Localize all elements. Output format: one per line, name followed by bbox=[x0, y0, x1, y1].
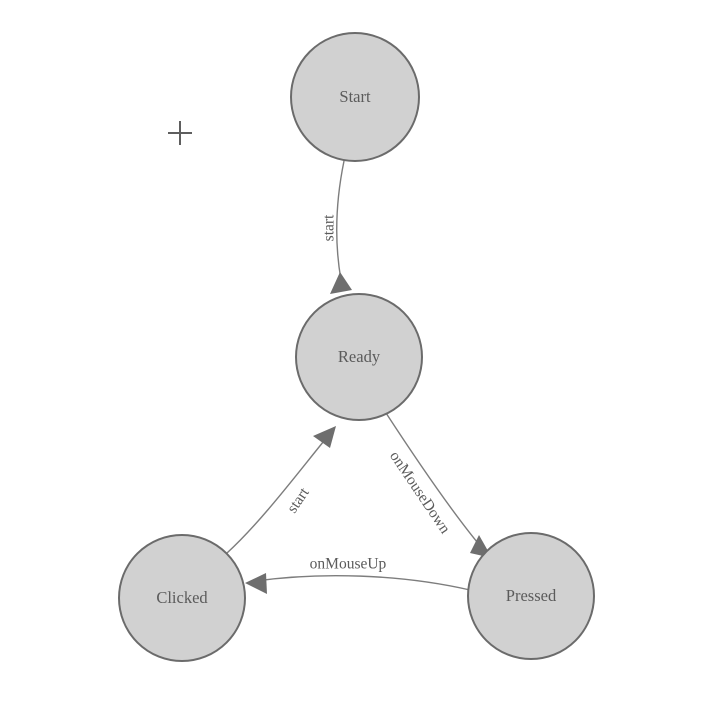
node-label-start: Start bbox=[339, 87, 371, 106]
edge-label-ready-to-pressed: onMouseDown bbox=[386, 448, 454, 537]
edge-label-clicked-to-ready: start bbox=[284, 484, 313, 516]
edge-start-to-ready[interactable]: start bbox=[321, 160, 352, 294]
node-label-pressed: Pressed bbox=[506, 586, 557, 605]
node-circle-start[interactable] bbox=[290, 32, 420, 162]
edge-line-start-to-ready bbox=[336, 160, 345, 281]
edge-clicked-to-ready[interactable]: start bbox=[226, 426, 336, 554]
arrowhead-clicked-to-ready bbox=[313, 426, 336, 448]
node-label-clicked: Clicked bbox=[156, 588, 208, 607]
edge-line-ready-to-pressed bbox=[385, 412, 483, 549]
edge-ready-to-pressed[interactable]: onMouseDown bbox=[385, 412, 492, 558]
nodes-layer: Start Ready Clicked Pressed bbox=[118, 32, 595, 662]
node-label-ready: Ready bbox=[338, 347, 381, 366]
edge-label-start-to-ready: start bbox=[321, 214, 338, 241]
node-clicked[interactable]: Clicked bbox=[118, 534, 246, 662]
edge-label-pressed-to-clicked: onMouseUp bbox=[310, 556, 387, 573]
node-start[interactable]: Start bbox=[290, 32, 420, 162]
node-pressed[interactable]: Pressed bbox=[467, 532, 595, 660]
node-ready[interactable]: Ready bbox=[295, 293, 423, 421]
crosshair-marker bbox=[168, 121, 192, 145]
node-circle-pressed[interactable] bbox=[467, 532, 595, 660]
arrowhead-pressed-to-clicked bbox=[245, 573, 267, 594]
edge-line-pressed-to-clicked bbox=[255, 574, 471, 591]
node-circle-ready[interactable] bbox=[295, 293, 423, 421]
arrowhead-start-to-ready bbox=[330, 272, 352, 294]
node-circle-clicked[interactable] bbox=[118, 534, 246, 662]
edge-pressed-to-clicked[interactable]: onMouseUp bbox=[245, 556, 471, 594]
edge-line-clicked-to-ready bbox=[226, 435, 329, 554]
